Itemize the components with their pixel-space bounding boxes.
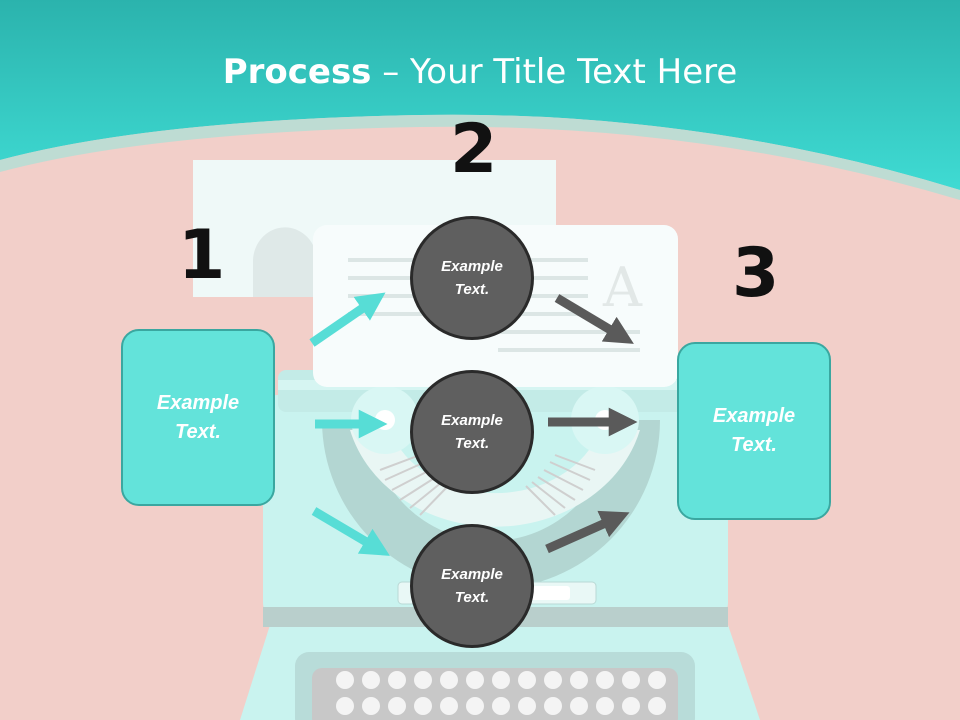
left-box-line2: Text.: [175, 420, 221, 443]
circle-bottom-line2: Text.: [454, 589, 490, 606]
arrow-dark-down: [554, 294, 634, 344]
step-number-3: 3: [732, 234, 780, 313]
arrow-teal-up: [309, 292, 386, 347]
arrow-dark-up: [545, 510, 630, 554]
paper-curl: [253, 227, 313, 297]
title-bold: Process: [222, 52, 372, 92]
circle-middle-line1: Example: [441, 412, 503, 429]
right-box-line1: Example: [712, 405, 796, 427]
title-rest: – Your Title Text Here: [371, 52, 738, 92]
typebars: [379, 454, 596, 516]
header-band-edge: [0, 114, 960, 200]
typewriter-keys: [336, 671, 666, 715]
circle-bottom-line1: Example: [441, 566, 503, 583]
header-band: [0, 0, 960, 190]
left-box-line1: Example: [156, 391, 240, 414]
arrow-teal-down: [311, 507, 390, 556]
step-number-2: 2: [450, 110, 498, 189]
step-number-1: 1: [178, 216, 226, 295]
paper-letter-mark: A: [602, 256, 643, 319]
right-box-line2: Text.: [731, 434, 777, 456]
circle-middle-line2: Text.: [454, 435, 490, 452]
circle-top-line2: Text.: [454, 281, 490, 298]
circle-top-line1: Example: [441, 258, 503, 275]
page-title: Process – Your Title Text Here: [0, 52, 960, 92]
typebar-basket: [322, 420, 660, 589]
